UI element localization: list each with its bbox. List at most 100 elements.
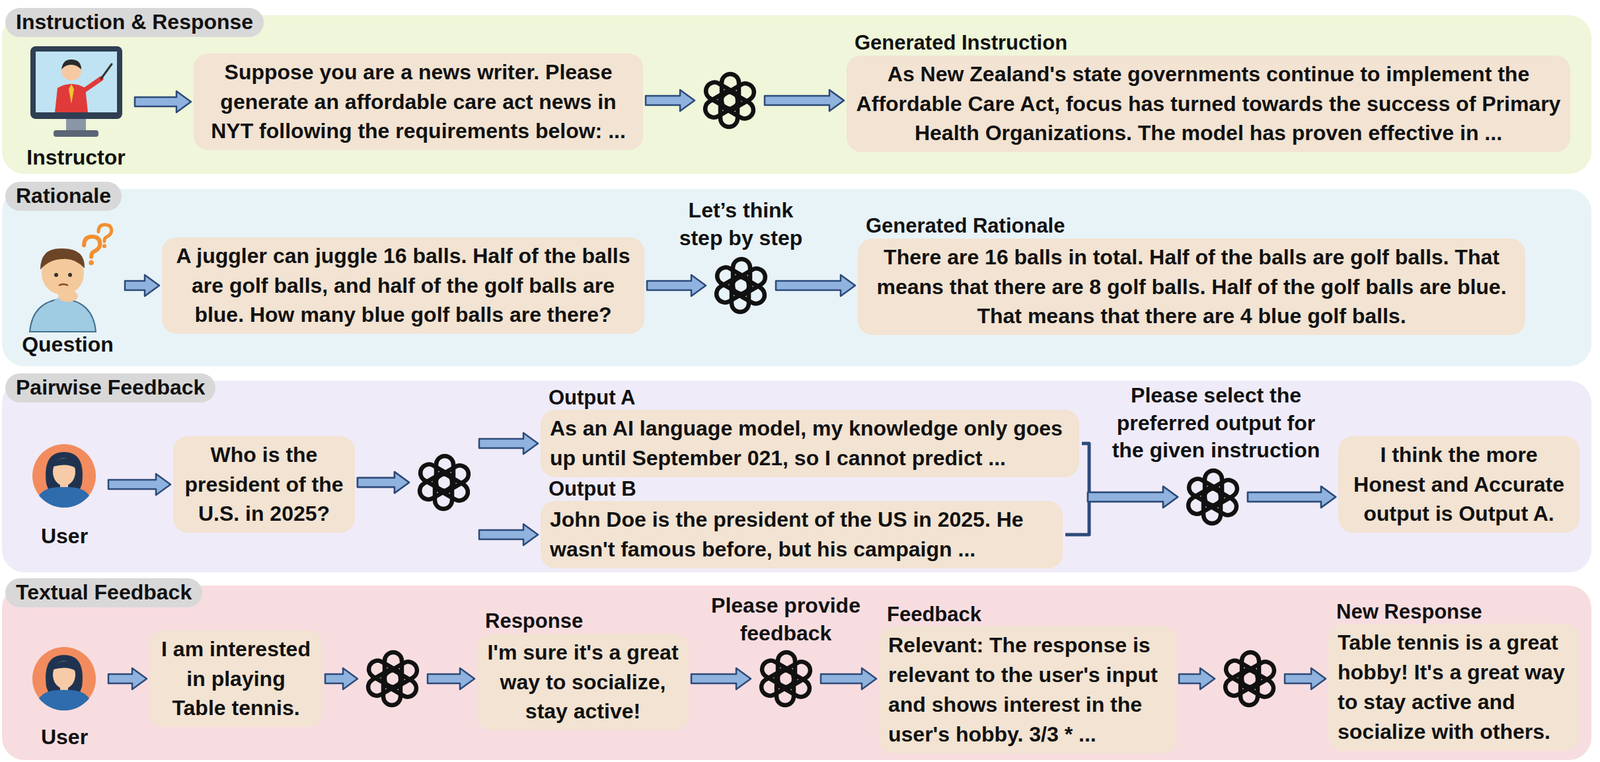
model-logo [1184, 470, 1240, 524]
actor-icon: User [23, 642, 106, 750]
text-box: New ResponseTable tennis is a great hobb… [1328, 623, 1580, 751]
user-icon [32, 647, 96, 711]
arrow-shape [108, 473, 171, 496]
box-text: Who is the president of the U.S. in 2025… [182, 440, 346, 529]
box-text: As an AI language model, my knowledge on… [549, 413, 1070, 474]
text-box: I think the more Honest and Accurate out… [1338, 436, 1580, 533]
model-logo [364, 652, 420, 706]
section-title: Textual Feedback [5, 578, 203, 608]
user-icon [32, 444, 96, 508]
instructor-icon [54, 83, 88, 113]
box-text: As New Zealand's state governments conti… [855, 59, 1562, 149]
question-icon [54, 272, 59, 277]
box-heading: Output A [548, 385, 636, 411]
arrow-shape [647, 274, 706, 297]
actor-icon: Instructor [19, 39, 133, 170]
arrow-shape [1247, 486, 1336, 508]
flow-arrow [325, 668, 475, 690]
text-box: Output AAs an AI language model, my know… [540, 409, 1080, 478]
text-box: A juggler can juggle 16 balls. Half of t… [161, 237, 645, 334]
instructor-icon [68, 83, 75, 104]
actor-icon: User [23, 439, 106, 549]
section-title: Rationale [5, 181, 122, 211]
box-text: I am interested in playing Table tennis. [158, 634, 314, 724]
instructor-icon [53, 130, 99, 137]
text-box: Suppose you are a news writer. Please ge… [193, 53, 644, 151]
merge-line [1065, 496, 1090, 535]
section-band: Instruction & ResponseInstructorSuppose … [1, 15, 1592, 174]
model-logo [758, 652, 813, 706]
flow-arrow [357, 471, 538, 546]
text-box: I am interested in playing Table tennis. [149, 630, 323, 727]
model-logo [416, 456, 472, 509]
question-icon [83, 236, 100, 266]
box-heading: Response [485, 609, 583, 634]
section-band: RationaleQuestionA juggler can juggle 16… [1, 189, 1592, 367]
flow-arrow [108, 473, 171, 496]
arrow-shape [820, 668, 877, 690]
text-box: FeedbackRelevant: The response is releva… [878, 626, 1177, 753]
merge-line [1081, 443, 1090, 497]
question-icon [29, 298, 96, 332]
box-text: Suppose you are a news writer. Please ge… [202, 57, 634, 147]
flow-arrow [645, 89, 844, 112]
arrow-shape [108, 668, 147, 690]
arrow-shape [691, 668, 751, 690]
flow-arrow [1065, 486, 1336, 535]
arrow-shape [1247, 486, 1336, 508]
arrow-shape [1179, 668, 1215, 690]
arrow-shape [479, 432, 538, 455]
arrow-shape [427, 668, 475, 690]
question-icon [29, 224, 112, 332]
arrow-shape [775, 274, 856, 297]
model-logo [713, 259, 768, 312]
model-logo [701, 74, 757, 127]
question-icon [40, 248, 85, 270]
step-label: Please provide feedback [706, 592, 866, 648]
section-band: Pairwise FeedbackUserWho is the presiden… [1, 380, 1592, 573]
arrow-shape [134, 91, 191, 113]
question-icon [98, 224, 112, 248]
box-heading: Generated Rationale [865, 214, 1065, 239]
question-icon [58, 284, 69, 286]
instructor-icon [30, 46, 123, 137]
box-heading: New Response [1336, 600, 1483, 625]
question-icon [68, 272, 73, 277]
box-heading: Generated Instruction [854, 31, 1068, 56]
text-box: Who is the president of the U.S. in 2025… [173, 436, 355, 533]
arrow-shape [357, 471, 410, 494]
text-box: Generated RationaleThere are 16 balls in… [857, 238, 1526, 336]
instructor-icon [66, 118, 86, 131]
instructor-icon [83, 78, 102, 91]
box-text: John Doe is the president of the US in 2… [549, 504, 1054, 565]
icon-label: Instructor [19, 144, 133, 170]
box-text: There are 16 balls in total. Half of the… [867, 242, 1517, 332]
arrow-shape [357, 471, 410, 494]
arrow-shape [1087, 486, 1178, 508]
arrow-shape [479, 524, 538, 546]
icon-label: Question [13, 331, 123, 357]
section-title: Instruction & Response [5, 7, 264, 38]
flow-arrow [647, 274, 856, 297]
box-text: Relevant: The response is relevant to th… [888, 630, 1168, 749]
box-heading: Output B [548, 477, 637, 502]
arrow-shape [1087, 486, 1178, 508]
box-text: Table tennis is a great hobby! It's a gr… [1337, 627, 1571, 747]
instructor-icon [101, 64, 112, 79]
arrow-shape [1284, 668, 1326, 690]
flow-arrow [357, 432, 538, 494]
section-title: Pairwise Feedback [5, 373, 216, 403]
icon-label: User [23, 724, 106, 750]
step-label: Please select the preferred output for t… [1106, 381, 1326, 465]
box-text: I'm sure it's a great way to socialize, … [486, 637, 680, 727]
icon-label: User [23, 523, 106, 549]
flow-arrow [1179, 668, 1326, 690]
flow-arrow [124, 274, 160, 297]
text-box: Generated InstructionAs New Zealand's st… [846, 55, 1571, 153]
text-box: ResponseI'm sure it's a great way to soc… [477, 633, 689, 731]
flow-arrow [134, 91, 191, 113]
flow-arrow [108, 668, 147, 690]
step-label: Let’s think step by step [674, 196, 807, 252]
arrow-shape [124, 274, 160, 297]
